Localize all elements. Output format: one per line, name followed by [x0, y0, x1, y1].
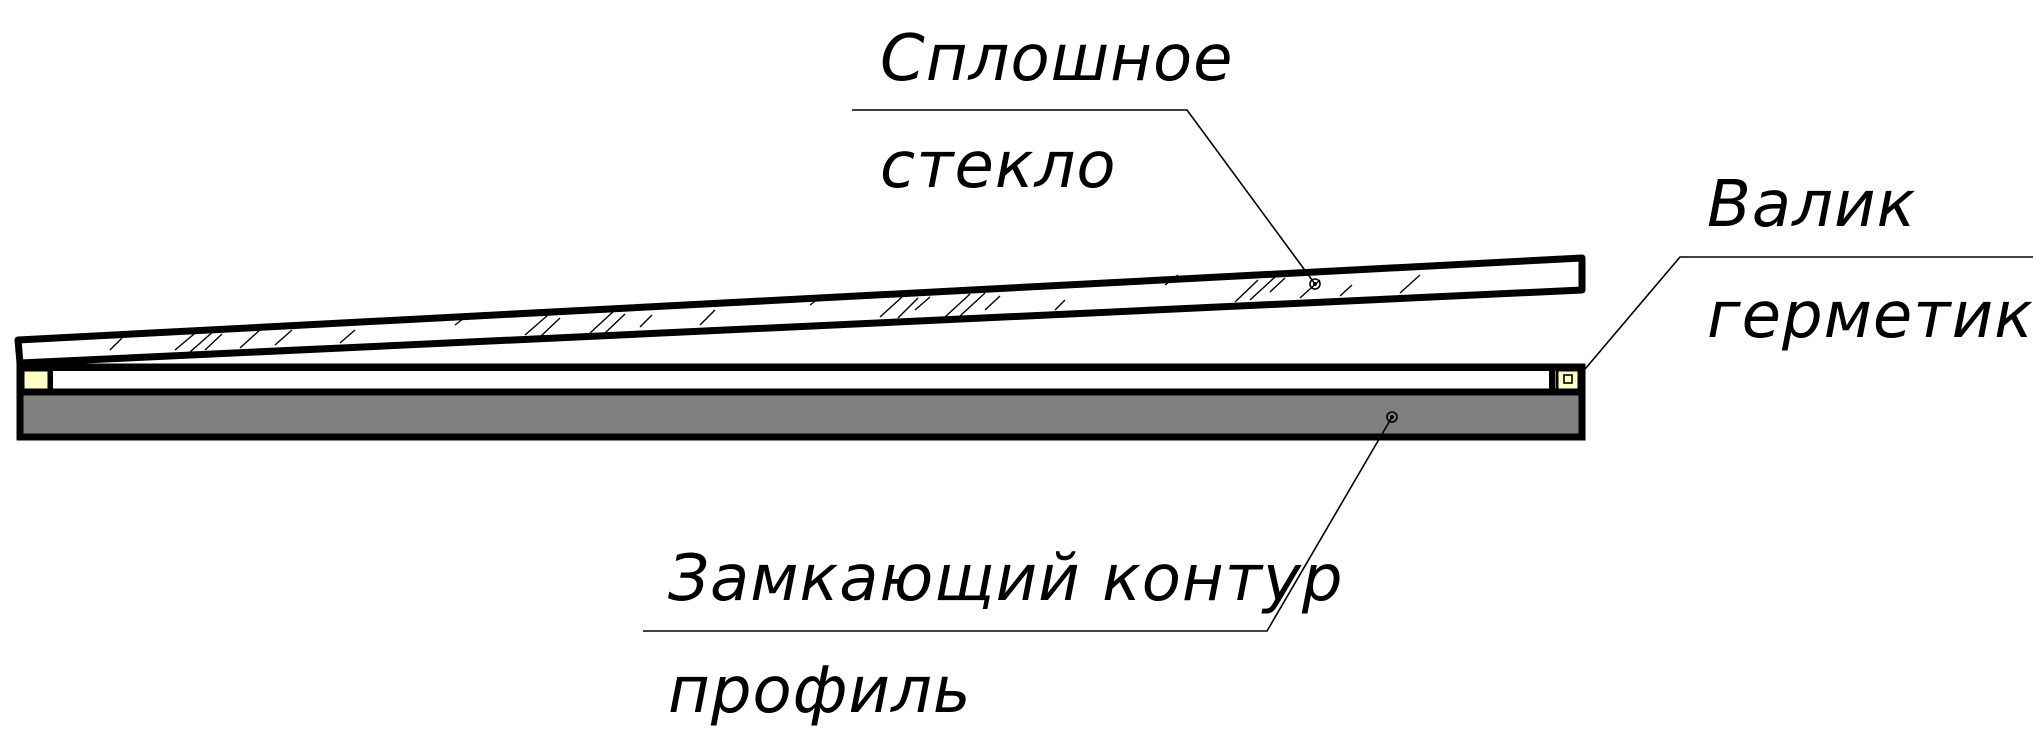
frame-leader-line	[643, 416, 1393, 632]
sealant-callout: Валик герметика	[1707, 168, 2033, 353]
leader-lines	[643, 109, 2033, 632]
glass-hatching	[109, 274, 1421, 353]
sealant-leader-marker	[1563, 374, 1573, 384]
sealant-beads	[21, 368, 1581, 392]
glass-callout-line1: Сплошное	[880, 22, 1234, 96]
profile-body	[16, 388, 1586, 441]
glass-outline	[14, 254, 1586, 367]
profile-top-gap	[47, 365, 1555, 395]
sealant-callout-line1: Валик	[1707, 168, 1916, 242]
glass-callout-line2: стекло	[880, 129, 1117, 203]
glass-callout: Сплошное стекло	[880, 22, 1234, 203]
sealant-callout-line2: герметика	[1707, 279, 2033, 353]
frame-profile	[16, 363, 1586, 441]
frame-callout-line2: профиль	[668, 654, 972, 728]
sealant-leader-line	[1579, 256, 2033, 376]
frame-callout: Замкающий контур профиль	[668, 542, 1344, 728]
profile-top-outline	[16, 363, 1586, 396]
frame-callout-line1: Замкающий контур	[668, 542, 1344, 616]
glass-leader-line	[852, 109, 1316, 285]
sealant-bead-left	[21, 368, 51, 392]
glass-pane	[14, 254, 1586, 367]
sealant-bead-right	[1555, 368, 1581, 392]
